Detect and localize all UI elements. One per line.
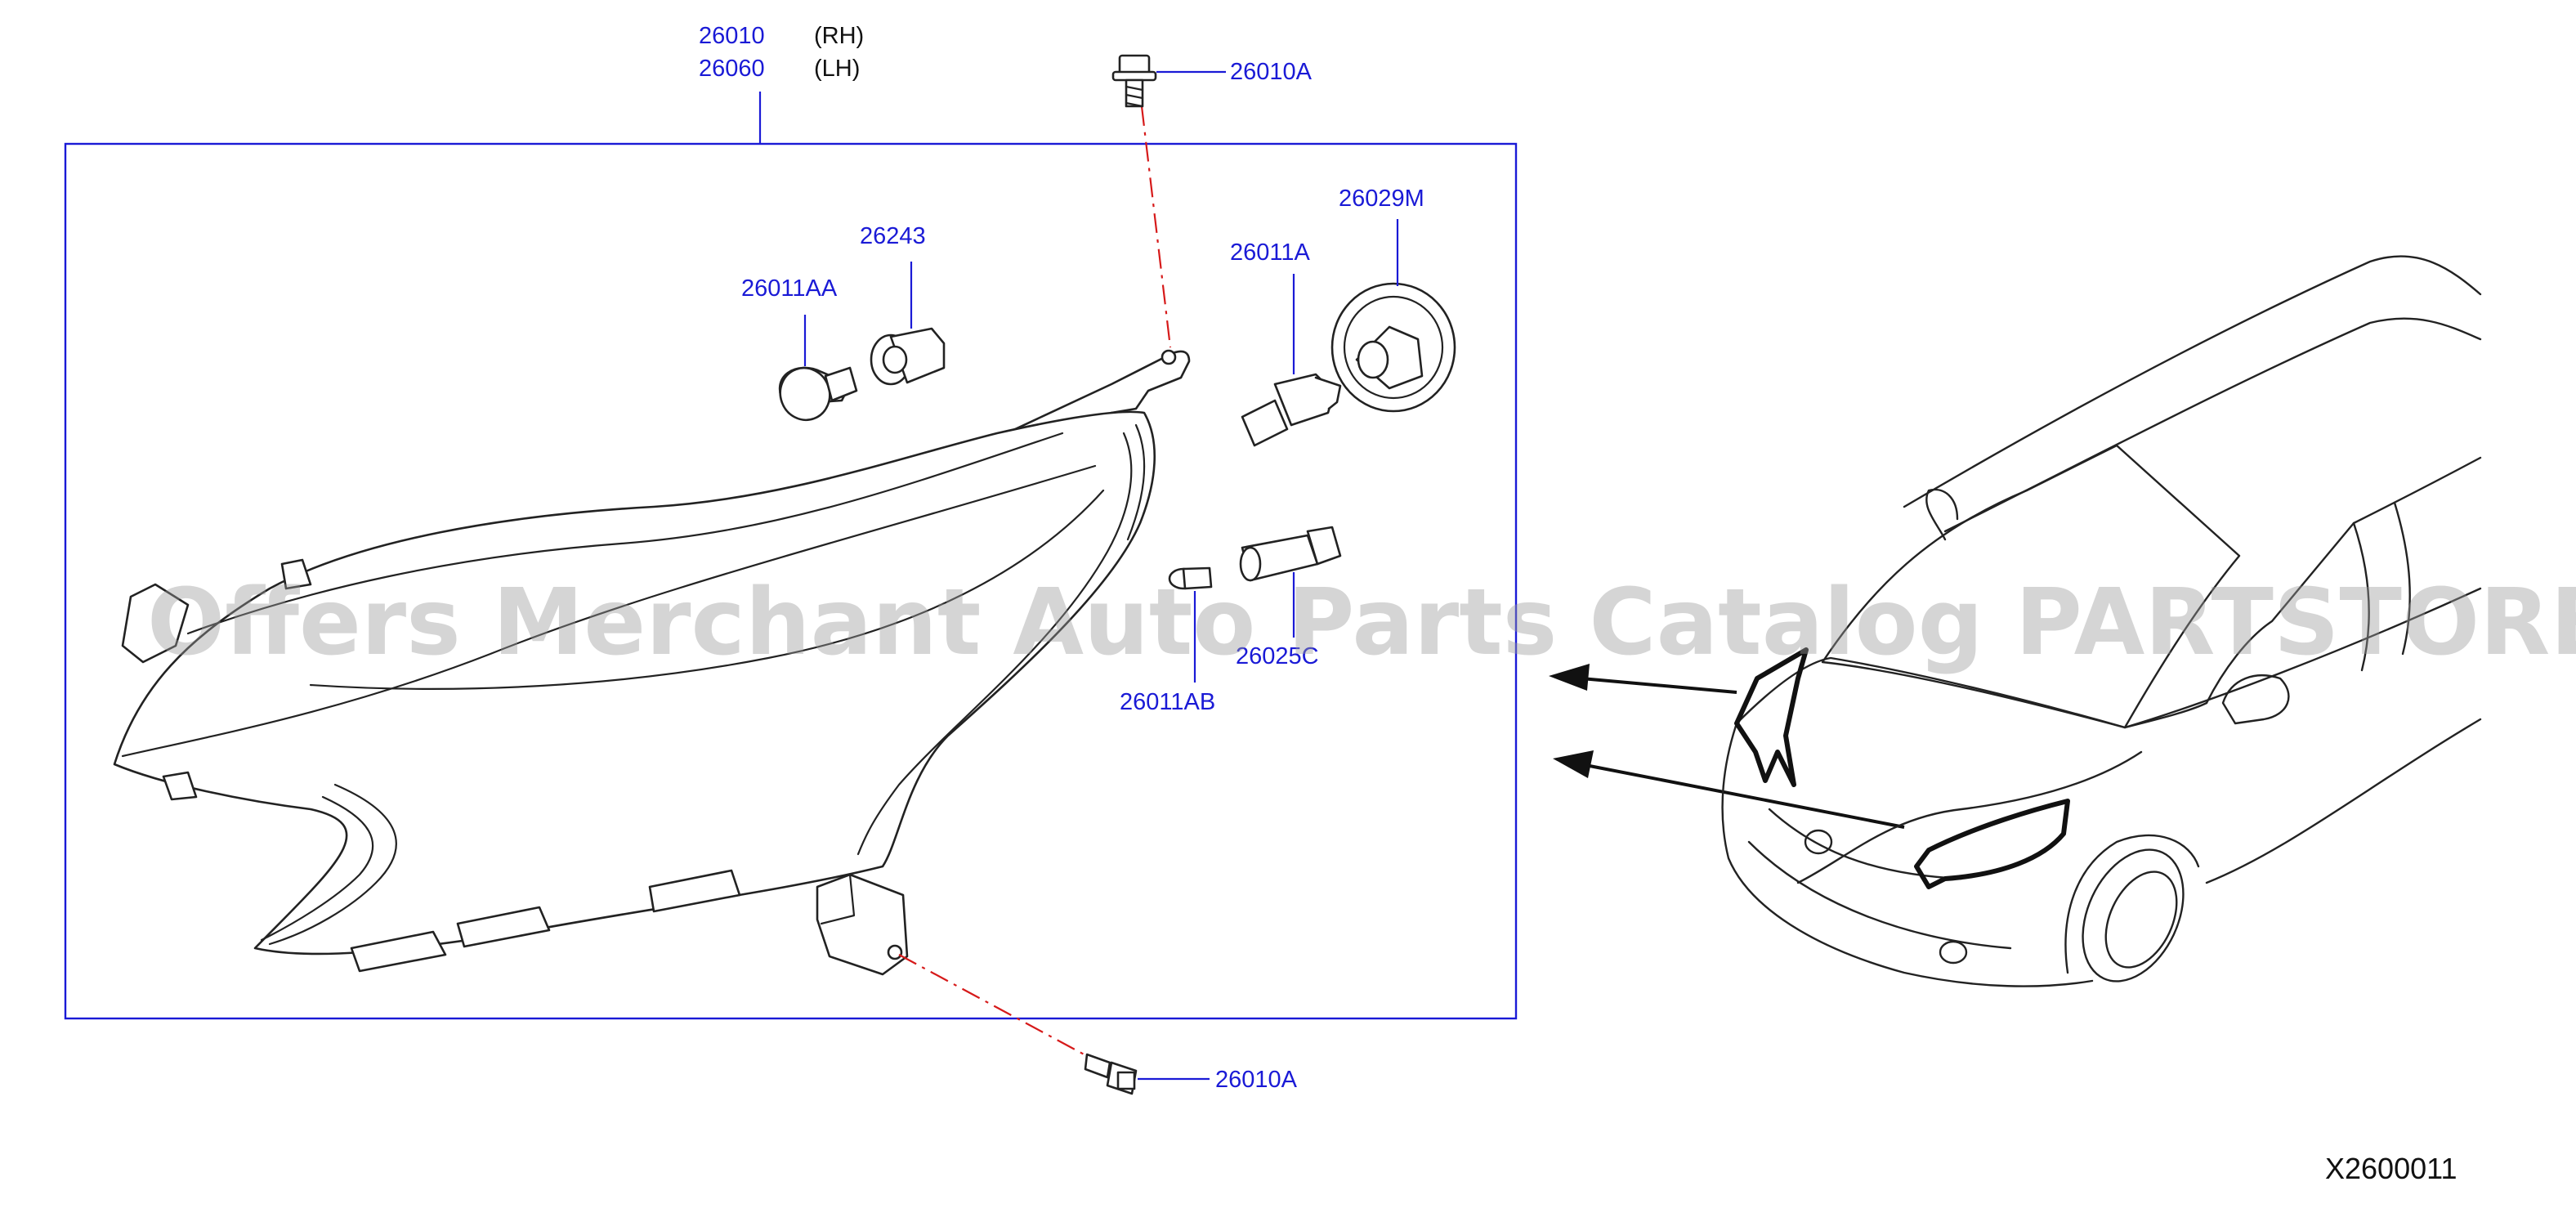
assembly-frame <box>64 142 1518 1020</box>
bolt-bottom-assembly-line <box>898 954 1100 1063</box>
callout-26011A: 26011A <box>1230 239 1310 266</box>
vehicle-outline <box>1721 255 2482 987</box>
bolt-26010A-top-icon <box>1111 54 1157 108</box>
socket-26025C-icon <box>1239 526 1342 582</box>
socket-26243-icon <box>870 327 946 386</box>
headlamp-housing <box>113 349 1191 976</box>
bulb-26011A-icon <box>1241 373 1342 447</box>
callout-26011AA: 26011AA <box>741 275 838 302</box>
callout-26010-side: (RH) <box>814 23 864 49</box>
callout-26060: 26060 <box>699 56 765 82</box>
callout-26060-side: (LH) <box>814 56 860 82</box>
callout-26243: 26243 <box>860 223 926 249</box>
watermark: Offers Merchant Auto Parts Catalog PARTS… <box>147 570 2576 676</box>
callout-26029M: 26029M <box>1339 186 1424 212</box>
reference-code: X2600011 <box>2325 1152 2457 1185</box>
cap-26029M-icon <box>1330 282 1456 413</box>
callout-26010: 26010 <box>699 23 765 49</box>
bulb-26011AB-icon <box>1168 566 1213 590</box>
bolt-26010A-bottom-icon <box>1084 1053 1138 1095</box>
bolt-top-assembly-line <box>1140 105 1172 348</box>
callout-26010A-bottom: 26010A <box>1215 1067 1298 1093</box>
callout-26011AB: 26011AB <box>1120 689 1215 715</box>
location-arrows <box>1549 664 1905 829</box>
callout-26025C: 26025C <box>1236 643 1319 669</box>
bulb-26011AA-icon <box>778 366 858 422</box>
callout-26010A-top: 26010A <box>1230 59 1313 85</box>
